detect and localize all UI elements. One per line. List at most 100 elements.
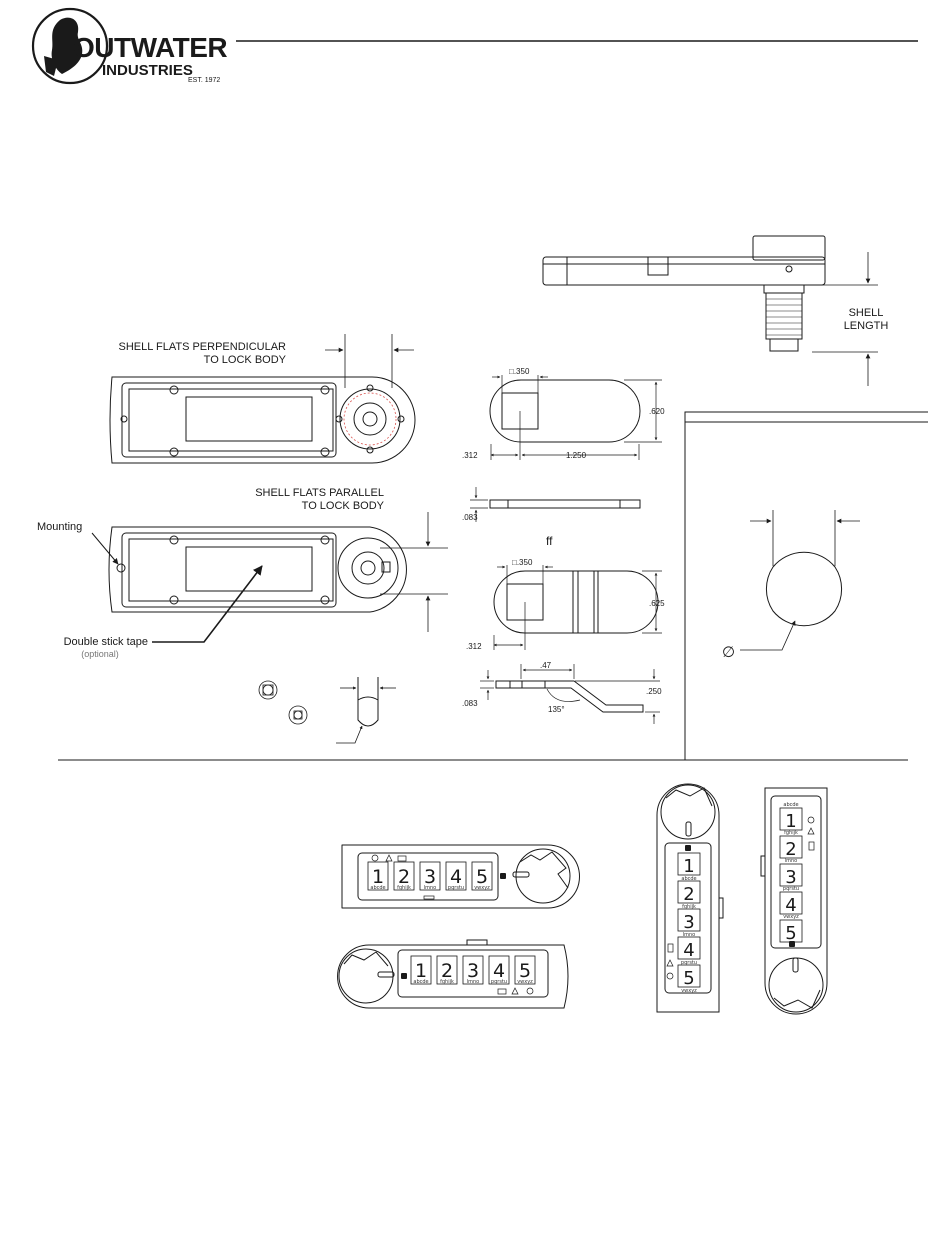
keypad-c-letters-3: lmno bbox=[683, 932, 696, 938]
keypad-d-letters-3: lmno bbox=[785, 858, 798, 864]
lock-front-knob-right-lock-icon bbox=[500, 873, 506, 879]
perpendicular-dimension bbox=[325, 334, 414, 388]
lock-front-view-knob-left bbox=[337, 939, 569, 1009]
lock-vertical-knob-top bbox=[656, 783, 724, 1013]
keypad-d-letters-1: abcde bbox=[783, 802, 798, 808]
keypad-a-letters-3: lmno bbox=[424, 885, 437, 891]
keypad-b-letters-4: pqrstu bbox=[491, 979, 507, 985]
cam-offset-offset-dim: .312 bbox=[466, 642, 482, 651]
keypad-d-digit-4: 4 bbox=[785, 895, 796, 916]
lock-side-view bbox=[542, 235, 826, 352]
parallel-label-line2: TO LOCK BODY bbox=[302, 500, 385, 512]
cam-offset-side-view bbox=[495, 680, 644, 713]
lock-b-status-icons bbox=[497, 987, 534, 995]
keypad-b-letters-2: fghijk bbox=[440, 979, 454, 985]
lock-a-status-icons bbox=[371, 854, 435, 900]
company-logo: OUTWATER INDUSTRIES EST. 1972 bbox=[31, 7, 228, 85]
cam-offset-angle-dim: 135° bbox=[548, 705, 565, 714]
keypad-b-letters-1: abcde bbox=[413, 979, 428, 985]
keypad-c-digit-1: 1 bbox=[683, 856, 694, 877]
logo-subtitle: INDUSTRIES bbox=[102, 62, 193, 79]
shell-length-label-line1: SHELL bbox=[849, 307, 884, 319]
keypad-c-digit-5: 5 bbox=[683, 968, 694, 989]
shell-cross-section bbox=[765, 551, 843, 627]
keypad-row-a: 1 2 3 4 5 abcde fghijk lmno pqrstu vwxyz bbox=[367, 861, 493, 891]
lock-vertical-b-lock-icon bbox=[789, 941, 795, 947]
keypad-col-b: abcde fghijk lmno pqrstu vwxyz 1 2 3 4 5 bbox=[779, 802, 803, 944]
parallel-dimension bbox=[380, 512, 448, 632]
cam-offset-title: ff bbox=[546, 534, 553, 548]
perpendicular-label-line1: SHELL FLATS PERPENDICULAR bbox=[119, 341, 287, 353]
shell-flat-dimension bbox=[740, 510, 860, 651]
mounting-leader bbox=[91, 532, 119, 565]
keypad-c-letters-5: vwxyz bbox=[681, 988, 697, 994]
keypad-a-digit-1: 1 bbox=[372, 866, 384, 888]
logo-wordmark: OUTWATER bbox=[73, 32, 227, 63]
cam-offset-rise-dim: .250 bbox=[646, 687, 662, 696]
keypad-a-digit-2: 2 bbox=[398, 866, 410, 888]
cam-offset-dimensions bbox=[493, 565, 662, 650]
keypad-b-letters-5: vwxyz bbox=[517, 979, 533, 985]
mounting-label: Mounting bbox=[37, 521, 82, 533]
parallel-label-line1: SHELL FLATS PARALLEL bbox=[255, 487, 384, 499]
keypad-d-digit-3: 3 bbox=[785, 867, 796, 888]
lock-vertical-b-status-icons bbox=[807, 816, 815, 851]
cam-flat-thickness-dim: .083 bbox=[462, 513, 478, 522]
keypad-d-letters-2: fghijk bbox=[784, 830, 798, 836]
cam-offset-step-dim: .47 bbox=[540, 661, 552, 670]
keypad-b-letters-3: lmno bbox=[467, 979, 480, 985]
logo-established: EST. 1972 bbox=[188, 77, 220, 84]
keypad-d-letters-4: pqrstu bbox=[783, 886, 799, 892]
keypad-c-letters-1: abcde bbox=[681, 876, 696, 882]
keypad-a-digit-3: 3 bbox=[424, 866, 436, 888]
keypad-a-letters-1: abcde bbox=[370, 885, 385, 891]
lock-vertical-a-lock-icon bbox=[685, 845, 691, 851]
cam-nut-drawings bbox=[258, 680, 308, 725]
perpendicular-label-line2: TO LOCK BODY bbox=[204, 354, 287, 366]
shell-length-dimension bbox=[812, 252, 878, 386]
cam-offset-thickness-dim: .083 bbox=[462, 699, 478, 708]
cam-flat-height-dim: .620 bbox=[649, 407, 665, 416]
cam-offset-height-dim: .625 bbox=[649, 599, 665, 608]
tape-label: Double stick tape bbox=[64, 636, 148, 648]
cam-flat-dimensions bbox=[490, 375, 662, 460]
lock-vertical-knob-bottom bbox=[760, 787, 828, 1015]
cam-flat-side-view bbox=[489, 499, 641, 509]
lock-front-view-knob-right bbox=[341, 844, 580, 909]
shell-length-label-line2: LENGTH bbox=[844, 320, 889, 332]
cam-offset-drawing bbox=[493, 570, 659, 634]
keypad-col-a: 1 2 3 4 5 abcde fghijk lmno pqrstu vwxyz bbox=[677, 852, 701, 994]
cam-nut-dimension bbox=[336, 686, 396, 744]
keypad-d-digit-1: 1 bbox=[785, 811, 796, 832]
tape-leader bbox=[152, 565, 263, 643]
keypad-b-digit-4: 4 bbox=[493, 960, 505, 982]
tape-optional-label: (optional) bbox=[81, 649, 119, 659]
keypad-c-letters-4: pqrstu bbox=[681, 960, 697, 966]
keypad-row-b: 1 2 3 4 5 abcde fghijk lmno pqrstu vwxyz bbox=[410, 955, 536, 985]
keypad-a-letters-4: pqrstu bbox=[448, 885, 464, 891]
lock-top-view-perpendicular bbox=[109, 376, 416, 464]
keypad-b-digit-5: 5 bbox=[519, 960, 531, 982]
keypad-c-digit-2: 2 bbox=[683, 884, 694, 905]
cam-flat-thickness-dimension bbox=[470, 487, 488, 522]
detail-panel-border bbox=[684, 411, 928, 760]
cam-offset-side-dimensions bbox=[480, 664, 660, 724]
keypad-c-digit-4: 4 bbox=[683, 940, 694, 961]
keypad-a-letters-5: vwxyz bbox=[474, 885, 490, 891]
keypad-a-digit-4: 4 bbox=[450, 866, 462, 888]
cam-nut-profile bbox=[357, 677, 379, 727]
keypad-b-digit-3: 3 bbox=[467, 960, 479, 982]
keypad-d-digit-2: 2 bbox=[785, 839, 796, 860]
lock-top-view-parallel bbox=[108, 526, 407, 613]
cam-flat-square-dim: □.350 bbox=[509, 367, 530, 376]
keypad-b-digit-1: 1 bbox=[415, 960, 427, 982]
shell-diameter-symbol: ∅ bbox=[722, 644, 735, 661]
keypad-a-letters-2: fghijk bbox=[397, 885, 411, 891]
keypad-c-letters-2: fghijk bbox=[682, 904, 696, 910]
lock-front-knob-left-lock-icon bbox=[401, 973, 407, 979]
keypad-b-digit-2: 2 bbox=[441, 960, 453, 982]
keypad-d-letters-5: vwxyz bbox=[783, 914, 799, 920]
cam-flat-length-dim: 1.250 bbox=[566, 451, 587, 460]
cam-flat-offset-dim: .312 bbox=[462, 451, 478, 460]
